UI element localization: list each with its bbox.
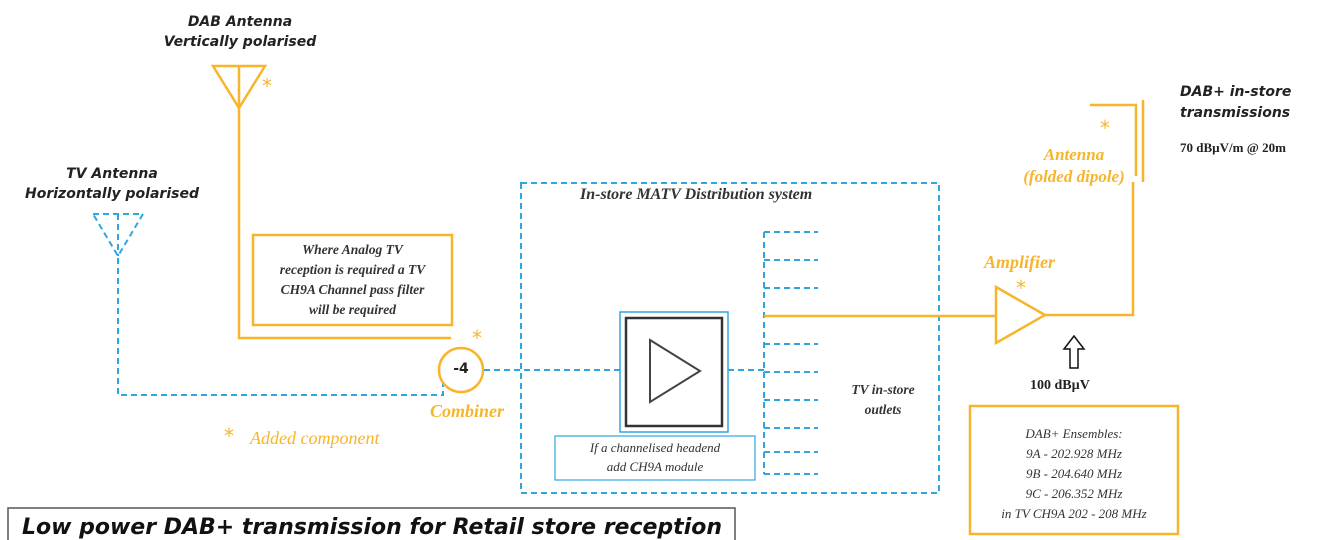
page-title: Low power DAB+ transmission for Retail s…	[22, 515, 723, 540]
matv-system-box	[520, 182, 940, 494]
tv-feed-line	[117, 258, 444, 396]
filter-note-line: reception is required a TV	[279, 262, 426, 277]
tv-antenna-icon	[91, 213, 145, 258]
transmissions-line2: transmissions	[1180, 105, 1291, 121]
added-marker-dab: *	[262, 74, 272, 98]
filter-note-text: Where Analog TV reception is required a …	[253, 240, 452, 320]
folded-dipole-icon	[1090, 100, 1145, 182]
headend-amplifier-icon	[649, 338, 702, 404]
headend-note-line: add CH9A module	[606, 459, 704, 474]
headend-note-line: If a channelised headend	[589, 440, 721, 455]
amplifier-icon	[994, 284, 1048, 346]
ensemble-9b: 9B - 204.640 MHz	[1025, 466, 1123, 481]
dab-antenna-icon	[210, 64, 268, 111]
dab-antenna-line1: DAB Antenna	[187, 14, 293, 30]
amplifier-label: Amplifier	[984, 252, 1055, 272]
distribution-outlets	[763, 231, 818, 475]
tv-outlets-label: TV in-store outlets	[828, 380, 938, 420]
tx-antenna-label: Antenna (folded dipole)	[1004, 144, 1144, 188]
ensemble-9a: 9A - 202.928 MHz	[1026, 446, 1122, 461]
amplifier-level: 100 dBµV	[1030, 378, 1090, 393]
title-box	[7, 507, 736, 540]
added-component-legend-label: Added component	[250, 428, 380, 448]
tx-antenna-line1: Antenna	[1043, 145, 1105, 164]
transmissions-label: DAB+ in-store transmissions	[1180, 82, 1291, 124]
added-component-legend-marker: *	[224, 424, 234, 448]
ensemble-9c: 9C - 206.352 MHz	[1025, 486, 1123, 501]
added-marker-amplifier: *	[1016, 276, 1026, 300]
headend-inner	[624, 316, 724, 428]
tv-antenna-label: TV Antenna Horizontally polarised	[2, 164, 222, 204]
added-marker-combiner: *	[472, 326, 482, 350]
dab-antenna-line2: Vertically polarised	[163, 34, 317, 50]
ensembles-text: DAB+ Ensembles: 9A - 202.928 MHz 9B - 20…	[970, 424, 1178, 524]
ensembles-heading: DAB+ Ensembles:	[1025, 426, 1123, 441]
filter-note-line: will be required	[309, 302, 396, 317]
dab-feed-line	[237, 108, 451, 340]
combiner-value: -4	[453, 361, 469, 377]
filter-note-line: Where Analog TV	[302, 242, 403, 257]
headend-note-text: If a channelised headend add CH9A module	[555, 438, 755, 476]
tv-outlets-line: outlets	[864, 402, 902, 417]
combiner-label: Combiner	[430, 401, 505, 421]
dab-antenna-label: DAB Antenna Vertically polarised	[150, 12, 330, 52]
combiner-icon	[437, 346, 485, 394]
up-arrow-icon	[1062, 334, 1086, 369]
field-strength-label: 70 dBµV/m @ 20m	[1180, 140, 1286, 155]
tv-antenna-line2: Horizontally polarised	[25, 186, 199, 202]
filter-note-line: CH9A Channel pass filter	[280, 282, 425, 297]
headend-note-box	[554, 435, 756, 481]
amplifier-output-line	[1045, 182, 1135, 317]
filter-note-box	[251, 233, 454, 327]
tv-antenna-line1: TV Antenna	[66, 166, 158, 182]
matv-system-title: In-store MATV Distribution system	[580, 186, 813, 203]
tv-outlets-line: TV in-store	[851, 382, 915, 397]
tx-antenna-line2: (folded dipole)	[1023, 167, 1125, 186]
ensembles-band: in TV CH9A 202 - 208 MHz	[1001, 506, 1147, 521]
added-marker-antenna: *	[1100, 116, 1110, 140]
transmissions-line1: DAB+ in-store	[1180, 84, 1292, 100]
ensembles-box	[968, 404, 1180, 536]
